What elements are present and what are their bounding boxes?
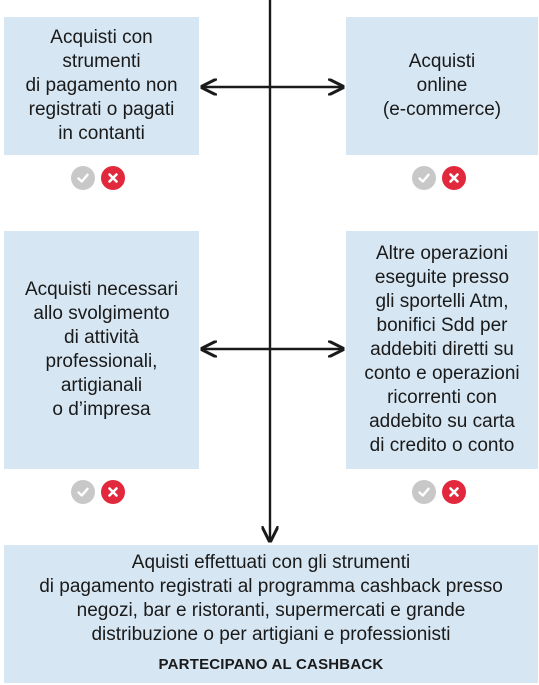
box-line: di attività: [64, 327, 139, 348]
box-line: Altre operazioni: [375, 243, 509, 264]
box-line: Acquisti: [408, 51, 476, 72]
check-icon: [71, 480, 95, 504]
box-line: (e-commerce): [382, 99, 502, 120]
box-line: Aquisti effettuati con gli strumenti: [131, 552, 411, 573]
box-line: Acquisti necessari: [24, 279, 179, 300]
marks-top-right: [412, 166, 466, 190]
box-line: ricorrenti con: [387, 387, 497, 408]
box-line: allo svolgimento: [33, 303, 170, 324]
box-line: online: [416, 75, 468, 96]
box-line: Acquisti con: [50, 27, 153, 48]
cashback-participation-label: PARTECIPANO AL CASHBACK: [158, 656, 384, 673]
box-line: in contanti: [58, 123, 145, 144]
box-line: artigianali: [60, 375, 143, 396]
cross-icon: [101, 166, 125, 190]
box-line: di credito o conto: [369, 435, 515, 456]
check-icon: [412, 480, 436, 504]
marks-top-left: [71, 166, 125, 190]
box-line: eseguite presso: [374, 267, 510, 288]
box-line: di pagamento non: [25, 75, 178, 96]
marks-middle-left: [71, 480, 125, 504]
cross-icon: [442, 480, 466, 504]
marks-middle-right: [412, 480, 466, 504]
cross-icon: [442, 166, 466, 190]
box-line: strumenti: [62, 51, 141, 72]
box-online-purchases: Acquisti online (e-commerce): [346, 17, 538, 155]
cross-icon: [101, 480, 125, 504]
box-line: gli sportelli Atm,: [375, 291, 509, 312]
check-icon: [71, 166, 95, 190]
box-line: di pagamento registrati al programma cas…: [39, 576, 503, 597]
box-line: addebiti diretti su: [370, 339, 514, 360]
box-line: distribuzione o per artigiani e professi…: [91, 624, 451, 645]
box-line: negozi, bar e ristoranti, supermercati e…: [76, 600, 466, 621]
box-line: conto e operazioni: [364, 363, 520, 384]
box-line: professionali,: [45, 351, 158, 372]
box-business-purchases: Acquisti necessari allo svolgimento di a…: [4, 231, 199, 469]
box-line: bonifici Sdd per: [376, 315, 508, 336]
box-line: addebito su carta: [369, 411, 515, 432]
box-cash-or-unregistered-purchases: Acquisti con strumenti di pagamento non …: [4, 17, 199, 155]
box-cashback-eligible-purchases: Aquisti effettuati con gli strumenti di …: [4, 545, 538, 683]
check-icon: [412, 166, 436, 190]
box-other-operations: Altre operazioni eseguite presso gli spo…: [346, 231, 538, 469]
box-line: registrati o pagati: [28, 99, 175, 120]
box-line: o d’impresa: [52, 399, 151, 420]
